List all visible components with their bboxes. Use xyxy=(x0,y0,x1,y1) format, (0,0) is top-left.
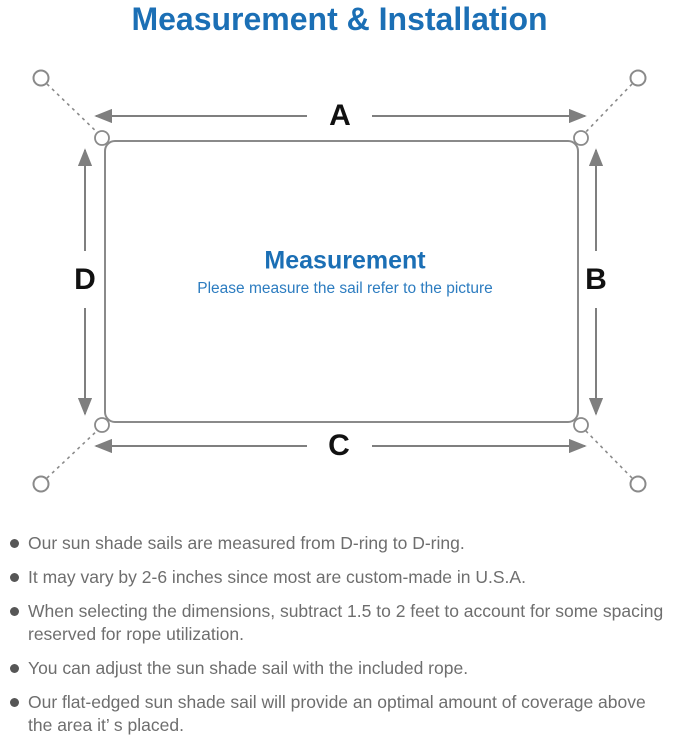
notes-list: Our sun shade sails are measured from D-… xyxy=(10,532,673,739)
dimension-label-b: B xyxy=(579,265,613,295)
note-text: You can adjust the sun shade sail with t… xyxy=(28,658,469,678)
diagram-caption: Please measure the sail refer to the pic… xyxy=(197,280,493,297)
list-item: Our flat-edged sun shade sail will provi… xyxy=(10,691,673,737)
shade-sail-outline xyxy=(104,140,579,423)
page-title: Measurement & Installation xyxy=(131,1,548,37)
bullet-icon xyxy=(10,539,19,548)
sail-diagram-graphic xyxy=(32,69,647,493)
corner-d-rings xyxy=(94,130,589,433)
dimension-label-d: D xyxy=(68,265,102,295)
bullet-icon xyxy=(10,664,19,673)
note-text: Our flat-edged sun shade sail will provi… xyxy=(28,692,646,735)
dimension-arrows xyxy=(77,108,604,454)
anchor-point-circles xyxy=(32,69,647,493)
sail-measurement-diagram: A B C D Measurement Please measure the s… xyxy=(32,69,647,493)
note-text: Our sun shade sails are measured from D-… xyxy=(28,533,465,553)
bullet-icon xyxy=(10,698,19,707)
note-text: It may vary by 2-6 inches since most are… xyxy=(28,567,526,587)
corner-rope-lines xyxy=(46,83,633,479)
dimension-label-c: C xyxy=(322,431,356,461)
bullet-icon xyxy=(10,607,19,616)
dimension-label-a: A xyxy=(323,101,357,131)
list-item: It may vary by 2-6 inches since most are… xyxy=(10,566,673,589)
note-text: When selecting the dimensions, subtract … xyxy=(28,601,664,644)
list-item: You can adjust the sun shade sail with t… xyxy=(10,657,673,680)
list-item: Our sun shade sails are measured from D-… xyxy=(10,532,673,555)
bullet-icon xyxy=(10,573,19,582)
diagram-heading: Measurement xyxy=(264,246,426,275)
list-item: When selecting the dimensions, subtract … xyxy=(10,600,673,646)
